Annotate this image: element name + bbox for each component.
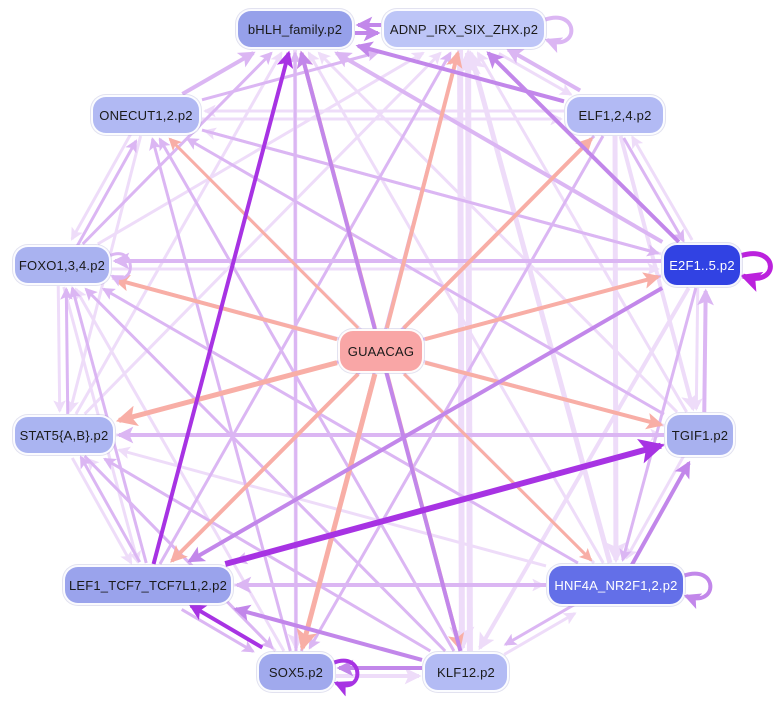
edge-guaacag-lef1 — [170, 372, 360, 563]
edge-guaacag-tgif — [424, 360, 664, 430]
edge-guaacag-hnf4a — [403, 372, 593, 562]
node-elf[interactable]: ELF1,2,4.p2 — [565, 95, 665, 135]
edge-tgif-hnf4a — [625, 455, 685, 560]
edge-hnf4a-stat5 — [117, 446, 547, 568]
edge-hnf4a-tgif — [630, 460, 691, 566]
edge-sox5-lef1 — [188, 603, 264, 650]
edge-tgif-onecut — [185, 137, 665, 416]
node-adnp[interactable]: ADNP_IRX_SIX_ZHX.p2 — [382, 9, 546, 49]
node-label: ONECUT1,2.p2 — [99, 107, 193, 123]
edge-adnp-klf12 — [449, 50, 475, 652]
node-label: E2F1..5.p2 — [669, 257, 735, 273]
edge-guaacag-stat5 — [115, 360, 338, 427]
node-hnf4a[interactable]: HNF4A_NR2F1,2.p2 — [547, 564, 685, 606]
edge-onecut-adnp — [201, 48, 380, 102]
edge-guaacag-sox5 — [296, 373, 378, 652]
node-sox5[interactable]: SOX5.p2 — [257, 652, 335, 692]
self-loop-e2f — [739, 251, 773, 292]
node-klf12[interactable]: KLF12.p2 — [423, 652, 509, 692]
edge-lef1-bhlh — [151, 50, 294, 565]
edge-lef1-stat5 — [79, 455, 142, 563]
edge-e2f-tgif — [690, 287, 703, 411]
edge-sox5-bhlh — [288, 51, 302, 652]
edge-lef1-adnp — [158, 51, 452, 565]
edge-guaacag-adnp — [384, 50, 463, 329]
edge-guaacag-e2f — [424, 272, 661, 342]
node-stat5[interactable]: STAT5{A,B}.p2 — [13, 415, 115, 455]
node-foxo[interactable]: FOXO1,3,4.p2 — [13, 245, 111, 285]
edge-guaacag-foxo — [112, 274, 338, 342]
edge-e2f-lef1 — [187, 286, 664, 563]
node-label: SOX5.p2 — [268, 664, 324, 680]
node-label: ELF1,2,4.p2 — [578, 107, 652, 123]
node-lef1[interactable]: LEF1_TCF7_TCF7L1,2.p2 — [63, 565, 233, 605]
node-onecut[interactable]: ONECUT1,2.p2 — [91, 95, 201, 135]
edge-klf12-hnf4a — [503, 612, 577, 656]
node-label: HNF4A_NR2F1,2.p2 — [554, 577, 678, 593]
edge-hnf4a-klf12 — [503, 602, 577, 646]
edge-e2f-bhlh — [334, 51, 664, 244]
edge-onecut-foxo — [70, 133, 133, 241]
edge-lef1-tgif — [224, 439, 665, 567]
edge-stat5-lef1 — [70, 457, 133, 565]
edge-elf-adnp — [505, 47, 582, 93]
edge-e2f-adnp — [486, 51, 681, 244]
node-tgif[interactable]: TGIF1.p2 — [665, 413, 735, 457]
self-loop-hnf4a — [682, 571, 713, 610]
edge-klf12-foxo — [84, 287, 447, 653]
edge-klf12-adnp — [455, 49, 481, 651]
edge-klf12-lef1 — [233, 604, 423, 662]
self-loop-adnp — [543, 15, 574, 54]
edge-e2f-elf — [631, 135, 694, 241]
node-label: ADNP_IRX_SIX_ZHX.p2 — [389, 21, 539, 37]
edge-guaacag-elf — [402, 137, 593, 330]
edge-foxo-adnp — [97, 51, 425, 246]
node-label: STAT5{A,B}.p2 — [19, 427, 109, 443]
node-label: TGIF1.p2 — [671, 427, 729, 443]
edge-tgif-e2f — [697, 288, 714, 413]
node-bhlh[interactable]: bHLH_family.p2 — [236, 9, 354, 49]
edge-elf-e2f — [622, 137, 685, 243]
edge-elf-hnf4a — [605, 135, 627, 564]
edge-stat5-foxo — [60, 287, 73, 414]
edge-guaacag-onecut — [168, 137, 360, 330]
node-label: bHLH_family.p2 — [247, 21, 343, 37]
node-label: LEF1_TCF7_TCF7L1,2.p2 — [68, 577, 228, 593]
edge-elf-sox5 — [308, 135, 605, 650]
node-label: KLF12.p2 — [437, 664, 495, 680]
edge-hnf4a-foxo — [101, 287, 579, 565]
edge-foxo-stat5 — [53, 286, 66, 413]
self-loop-sox5 — [332, 658, 360, 697]
self-loop-foxo — [108, 252, 132, 287]
edge-foxo-onecut — [75, 139, 138, 247]
edge-hnf4a-bhlh — [307, 51, 605, 564]
edge-klf12-onecut — [158, 137, 456, 652]
edge-onecut-bhlh — [181, 51, 256, 96]
edge-onecut-e2f — [201, 128, 660, 257]
edge-foxo-bhlh — [81, 51, 273, 246]
node-guaacag[interactable]: GUAACAG — [338, 329, 424, 373]
node-e2f[interactable]: E2F1..5.p2 — [662, 243, 742, 287]
node-label: FOXO1,3,4.p2 — [18, 257, 106, 273]
node-label: GUAACAG — [347, 343, 415, 359]
